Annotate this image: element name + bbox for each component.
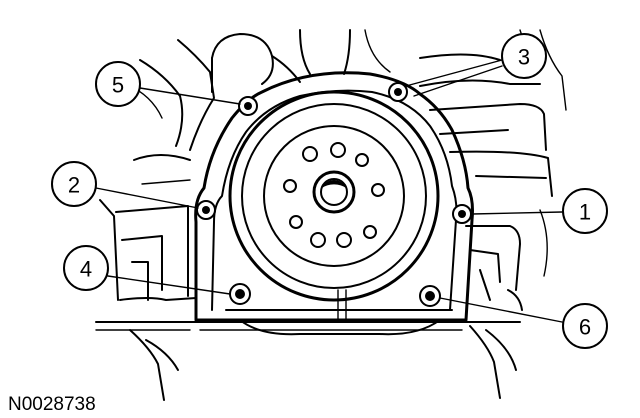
callout-label-3: 3 <box>518 45 530 70</box>
leader-line-2 <box>95 187 199 209</box>
callout-label-5: 5 <box>112 73 124 98</box>
figure-reference-code: N0028738 <box>8 394 96 415</box>
crankshaft-flange <box>228 90 440 302</box>
leader-line-6 <box>439 297 563 323</box>
leader-line-4 <box>107 275 231 295</box>
engine-block-outline <box>95 29 567 401</box>
callout-4: 4 <box>63 245 109 291</box>
leader-lines <box>95 59 563 323</box>
callout-5: 5 <box>95 61 141 107</box>
callout-label-1: 1 <box>579 200 591 225</box>
callout-label-2: 2 <box>68 173 80 198</box>
callout-1: 1 <box>562 188 608 234</box>
leader-line-1 <box>471 211 563 215</box>
callout-2: 2 <box>51 161 97 207</box>
callout-6: 6 <box>562 303 608 349</box>
bolt-3 <box>388 82 408 102</box>
bolt-4 <box>229 283 251 305</box>
bolt-2 <box>196 200 216 220</box>
bolt-5 <box>238 96 258 116</box>
leader-line-3a <box>405 59 503 87</box>
seal-retainer-plate <box>194 71 474 336</box>
bolt-6 <box>419 285 441 307</box>
callout-label-6: 6 <box>579 315 591 340</box>
callout-label-4: 4 <box>80 257 92 282</box>
callout-3: 3 <box>501 33 547 79</box>
bolt-1 <box>452 204 472 224</box>
leader-line-3b <box>413 65 503 97</box>
leader-line-5 <box>139 87 241 105</box>
